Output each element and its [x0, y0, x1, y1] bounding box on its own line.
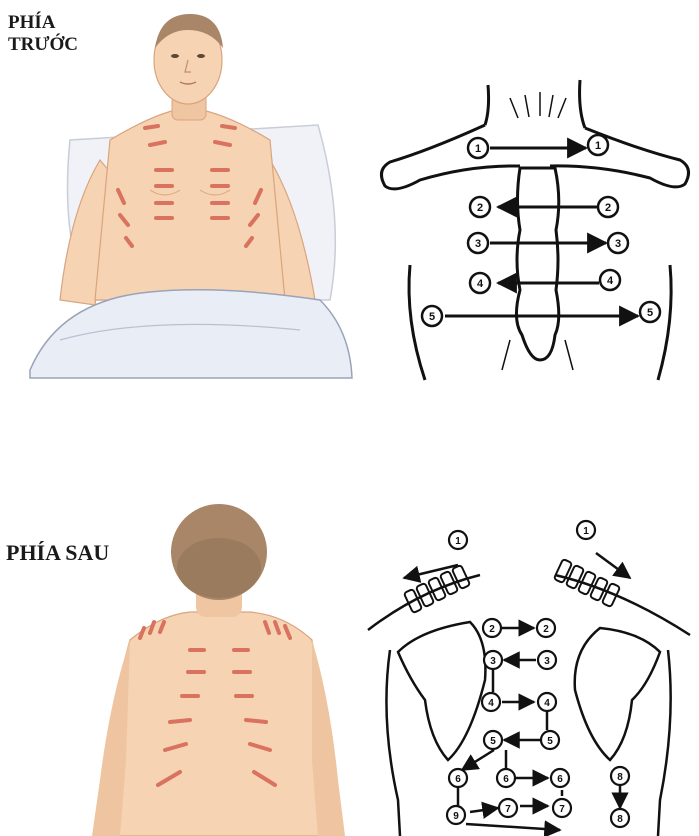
back-node-7: 7	[499, 799, 517, 817]
svg-text:2: 2	[605, 202, 611, 214]
back-diagram-nodes: 1 1 2 2 3 3 4 4 5 5 6 6 6 7 7 8 8 9	[447, 521, 629, 827]
back-node-2: 2	[483, 619, 501, 637]
back-node-6: 6	[449, 769, 467, 787]
back-node-8: 8	[611, 809, 629, 827]
back-arrow	[470, 808, 498, 812]
svg-text:5: 5	[647, 307, 653, 319]
back-node-4: 4	[482, 693, 500, 711]
back-node-2: 2	[537, 619, 555, 637]
back-node-number: 4	[488, 698, 494, 709]
node-2-left: 2	[470, 197, 490, 217]
back-node-6: 6	[497, 769, 515, 787]
node-1-left: 1	[468, 138, 488, 158]
back-node-number: 7	[559, 804, 565, 815]
node-5-left: 5	[422, 306, 442, 326]
back-node-7: 7	[553, 799, 571, 817]
svg-text:3: 3	[475, 238, 481, 250]
back-node-number: 8	[617, 814, 623, 825]
back-node-number: 7	[505, 804, 511, 815]
back-percussion-diagram	[368, 559, 690, 836]
back-node-number: 5	[547, 736, 553, 747]
node-4-right: 4	[600, 270, 620, 290]
svg-text:4: 4	[477, 278, 484, 290]
back-node-number: 8	[617, 772, 623, 783]
back-node-number: 1	[583, 526, 589, 537]
back-arrow	[462, 750, 494, 770]
back-node-number: 6	[557, 774, 563, 785]
node-2-right: 2	[598, 197, 618, 217]
back-node-5: 5	[484, 731, 502, 749]
back-arrow	[596, 553, 630, 578]
back-node-1: 1	[577, 521, 595, 539]
node-4-left: 4	[470, 273, 490, 293]
back-node-number: 5	[490, 736, 496, 747]
back-node-number: 6	[503, 774, 509, 785]
svg-text:1: 1	[595, 140, 601, 152]
back-node-number: 2	[489, 624, 495, 635]
back-node-number: 9	[453, 811, 459, 822]
svg-text:3: 3	[615, 238, 621, 250]
back-arrow	[466, 824, 560, 830]
front-diagram-nodes: 1 1 2 2 3 3 4 4 5 5	[422, 135, 660, 326]
back-node-number: 6	[455, 774, 461, 785]
back-node-9: 9	[447, 806, 465, 824]
back-node-8: 8	[611, 767, 629, 785]
back-patient-illustration	[92, 504, 345, 836]
back-diagram-arrows	[404, 553, 630, 830]
back-node-5: 5	[541, 731, 559, 749]
svg-text:5: 5	[429, 311, 435, 323]
back-node-1: 1	[449, 531, 467, 549]
node-3-left: 3	[468, 233, 488, 253]
svg-text:2: 2	[477, 202, 483, 214]
back-arrow	[404, 565, 458, 578]
back-node-6: 6	[551, 769, 569, 787]
svg-text:1: 1	[475, 143, 481, 155]
back-node-number: 3	[490, 656, 496, 667]
back-node-number: 2	[543, 624, 549, 635]
back-node-3: 3	[538, 651, 556, 669]
node-5-right: 5	[640, 302, 660, 322]
node-1-right: 1	[588, 135, 608, 155]
back-node-3: 3	[484, 651, 502, 669]
back-node-4: 4	[538, 693, 556, 711]
back-node-number: 4	[544, 698, 550, 709]
node-3-right: 3	[608, 233, 628, 253]
front-percussion-diagram	[381, 80, 688, 380]
front-patient-illustration	[30, 14, 352, 378]
back-node-number: 3	[544, 656, 550, 667]
back-node-number: 1	[455, 536, 461, 547]
svg-text:4: 4	[607, 275, 614, 287]
